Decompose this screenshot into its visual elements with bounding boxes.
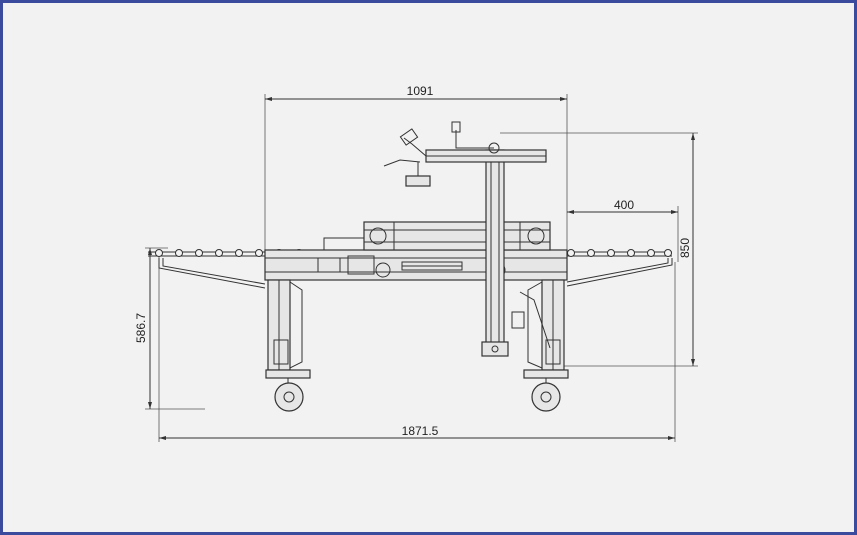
dimension-right-offset-label: 400 [614,198,634,212]
dimension-total-length: 1871.5 [158,252,676,442]
conveyor-support-arms [158,258,673,289]
technical-drawing: 1091 400 850 586.7 1871.5 [134,84,698,442]
vertical-column [383,121,547,357]
dimension-table-height-label: 586.7 [134,313,148,343]
dimension-table-height: 586.7 [134,247,205,410]
dimension-total-height: 850 [500,132,698,367]
drawing-frame: 1091 400 850 586.7 1871.5 [3,3,854,532]
left-leg [265,279,311,412]
dimension-total-height-label: 850 [678,238,692,258]
dimension-right-offset: 400 [567,198,679,262]
dimension-top-width: 1091 [264,84,568,252]
right-leg [511,279,569,412]
dimension-total-length-label: 1871.5 [402,424,439,438]
machine-frame [264,221,568,281]
dimension-top-width-label: 1091 [407,84,434,98]
